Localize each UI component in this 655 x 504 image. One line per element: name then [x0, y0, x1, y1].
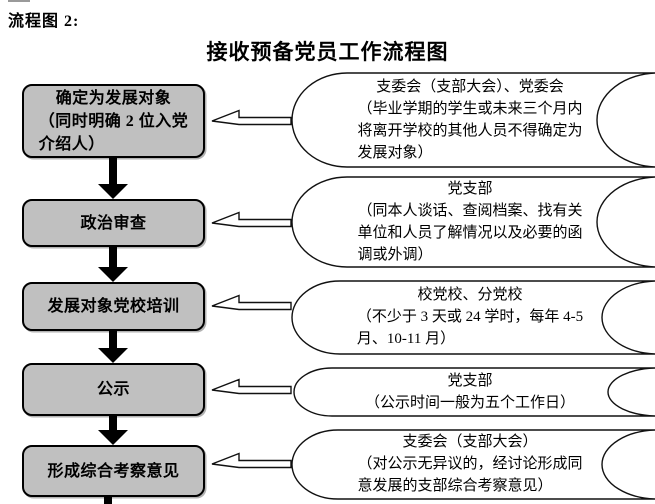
process-box-sublabel: （同时明确 2 位入党介绍人）	[38, 112, 189, 153]
annotation-title: 党支部	[447, 181, 493, 197]
annotation-note: 支委会（支部大会） （对公示无异议的，经讨论形成同意发展的支部综合考察意见）	[330, 431, 610, 497]
annotation-shape	[291, 429, 655, 500]
process-box-label: 确定为发展对象	[55, 89, 172, 107]
process-box-political-review: 政治审查	[22, 199, 205, 247]
annotation-shape	[291, 72, 655, 168]
down-arrow-icon	[98, 158, 128, 199]
annotation-desc: （公示时间一般为五个工作日）	[364, 395, 575, 411]
down-arrow-icon	[98, 416, 128, 445]
annotation-note: 党支部 （公示时间一般为五个工作日）	[330, 370, 610, 414]
process-box-label: 形成综合考察意见	[47, 462, 180, 480]
annotation-desc: （对公示无异议的，经讨论形成同意发展的支部综合考察意见）	[357, 456, 583, 494]
annotation-title: 支委会（支部大会）、党委会	[376, 79, 564, 95]
left-arrow-icon	[211, 211, 292, 228]
down-arrow-stub-icon	[104, 497, 112, 504]
annotation-desc: （毕业学期的学生或未来三个月内将离开学校的其他人员不得确定为发展对象）	[357, 101, 583, 161]
annotation-title: 支委会（支部大会）	[402, 434, 538, 450]
process-box-label: 发展对象党校培训	[47, 298, 180, 315]
annotation-title: 校党校、分党校	[417, 287, 523, 303]
annotation-title: 党支部	[447, 373, 493, 389]
page-title: 接收预备党员工作流程图	[206, 40, 449, 64]
annotation-note: 支委会（支部大会）、党委会 （毕业学期的学生或未来三个月内将离开学校的其他人员不…	[330, 76, 610, 164]
table-border-fragment	[8, 0, 30, 2]
process-box-party-school-training: 发展对象党校培训	[22, 282, 205, 331]
process-box-label: 政治审查	[80, 214, 147, 232]
annotation-shape	[291, 280, 655, 355]
left-arrow-icon	[211, 378, 292, 395]
process-box-label: 公示	[96, 381, 130, 398]
annotation-note: 党支部 （同本人谈话、查阅档案、找有关单位和人员了解情况以及必要的函调或外调）	[330, 178, 610, 266]
process-box-public-notice: 公示	[22, 363, 205, 416]
left-arrow-icon	[211, 294, 292, 311]
process-box-determine-target: 确定为发展对象 （同时明确 2 位入党介绍人）	[22, 84, 205, 158]
figure-label: 流程图 2:	[8, 13, 80, 30]
annotation-desc: （同本人谈话、查阅档案、找有关单位和人员了解情况以及必要的函调或外调）	[357, 203, 583, 263]
down-arrow-icon	[98, 331, 128, 363]
process-box-comprehensive-opinion: 形成综合考察意见	[22, 445, 205, 497]
left-arrow-icon	[211, 109, 292, 126]
annotation-shape	[291, 176, 655, 268]
left-arrow-icon	[211, 452, 292, 469]
annotation-shape	[293, 367, 655, 417]
down-arrow-icon	[98, 247, 128, 282]
